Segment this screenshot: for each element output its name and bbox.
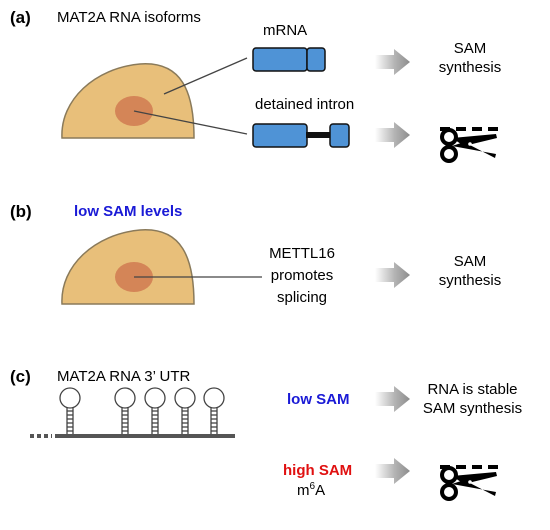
low-sam-outcome: RNA is stable SAM synthesis — [410, 381, 535, 417]
outcome-line-1: SAM — [453, 40, 487, 57]
scissors-icon — [438, 127, 506, 163]
stem-loop — [59, 387, 81, 434]
arrow-a-1 — [375, 49, 410, 75]
panel-c-label: (c) — [10, 367, 31, 386]
m6a-superscript: 6 — [309, 481, 316, 492]
mrna-exon-1 — [252, 47, 308, 72]
panel-b-outcome: SAM synthesis — [425, 253, 515, 289]
scissors-icon — [438, 465, 506, 501]
mrna-exon-2 — [306, 47, 326, 72]
arrow-a-2 — [375, 122, 410, 148]
panel-a-outcome: SAM synthesis — [425, 40, 515, 76]
stem-loop — [203, 387, 225, 434]
low-sam: low SAM — [287, 391, 350, 408]
arrow-c-1 — [375, 386, 410, 412]
intron-exon-1 — [252, 123, 308, 148]
mechanism-line-2: promotes — [270, 267, 334, 284]
outcome-line-2: synthesis — [438, 59, 502, 76]
outcome-line-2: synthesis — [438, 272, 502, 289]
arrow-c-2 — [375, 458, 410, 484]
stem-loop — [114, 387, 136, 434]
detained-intron-label: detained intron — [255, 96, 355, 113]
intron-segment — [306, 132, 331, 138]
intron-exon-2 — [329, 123, 350, 148]
stem-loop — [174, 387, 196, 434]
outcome-line-1: SAM — [453, 253, 487, 270]
high-sam: high SAM — [283, 462, 353, 479]
panel-a-title: MAT2A RNA isoforms — [57, 9, 201, 26]
mechanism-text: METTL16 promotes splicing — [262, 243, 342, 309]
stem-loops — [59, 387, 225, 434]
low-sam-levels: low SAM levels — [74, 203, 183, 220]
mechanism-line-3: splicing — [276, 289, 328, 306]
panel-a-label: (a) — [10, 8, 31, 27]
connector-a-mrna — [163, 57, 248, 95]
stem-loop — [144, 387, 166, 434]
m6a-label: m6A — [297, 481, 325, 499]
m6a-prefix: m — [297, 482, 310, 499]
outcome-line-2: SAM synthesis — [422, 400, 523, 417]
outcome-line-1: RNA is stable — [427, 381, 518, 398]
panel-c-title: MAT2A RNA 3’ UTR — [57, 368, 191, 385]
connector-a-intron — [133, 110, 248, 135]
mechanism-line-1: METTL16 — [269, 245, 335, 262]
panel-b-label: (b) — [10, 202, 32, 221]
mrna-label: mRNA — [263, 22, 308, 39]
m6a-suffix: A — [315, 482, 326, 499]
arrow-b — [375, 262, 410, 288]
